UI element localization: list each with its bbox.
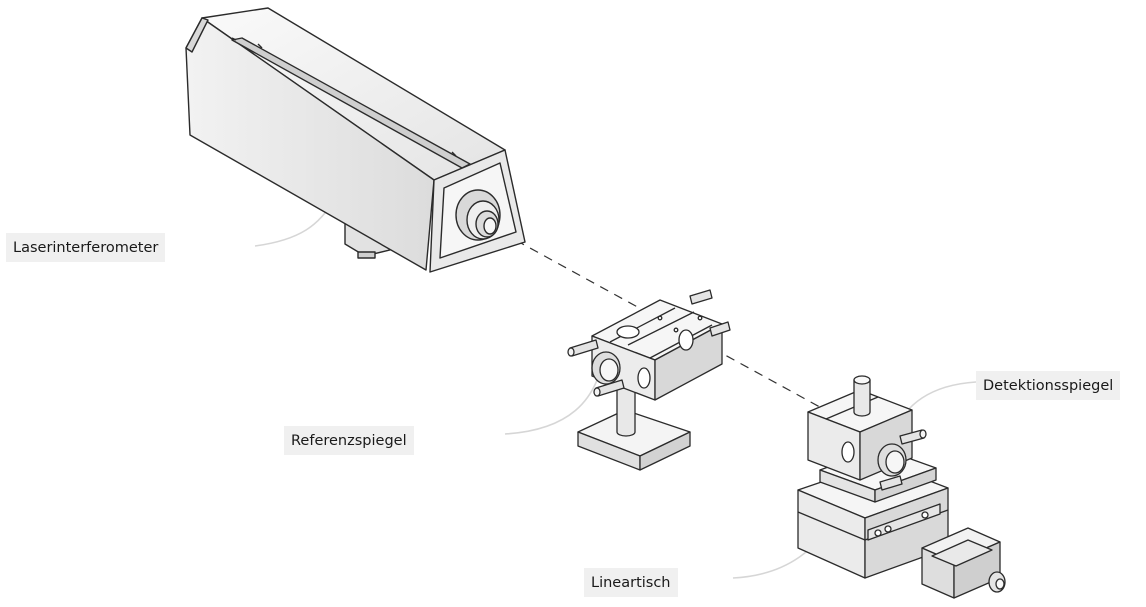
label-laserinterferometer: Laserinterferometer bbox=[6, 233, 166, 262]
label-detektionsspiegel: Detektionsspiegel bbox=[976, 371, 1121, 400]
leader-reference bbox=[504, 359, 604, 435]
linear-stage bbox=[797, 375, 1006, 599]
label-referenzspiegel: Referenzspiegel bbox=[284, 426, 414, 455]
reference-mirror bbox=[567, 289, 731, 471]
laser-interferometer bbox=[185, 7, 526, 273]
laser-beam bbox=[487, 224, 881, 441]
label-lineartisch: Lineartisch bbox=[584, 568, 678, 597]
